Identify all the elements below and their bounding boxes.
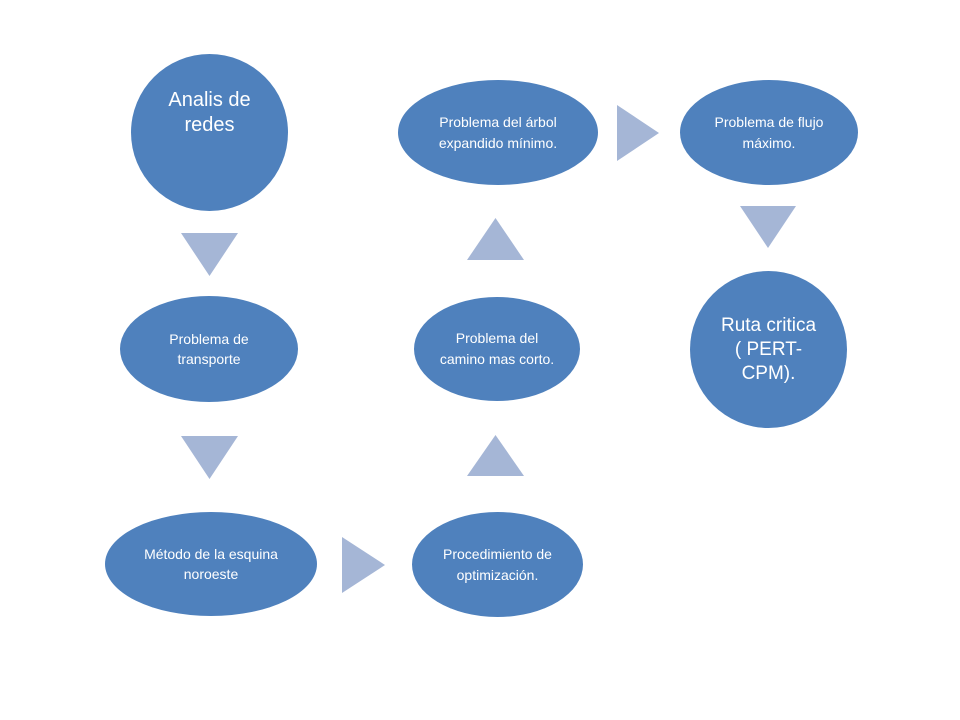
node-flujo-maximo: Problema de flujo máximo. bbox=[680, 80, 858, 185]
arrow-down-analis-to-transporte bbox=[181, 233, 238, 276]
node-analis-de-redes: Analis de redes bbox=[131, 54, 288, 211]
arrow-right-arbol-to-flujo bbox=[617, 105, 659, 161]
node-metodo-esquina-noroeste: Método de la esquina noroeste bbox=[105, 512, 317, 616]
arrow-down-flujo-to-ruta bbox=[740, 206, 796, 248]
arrow-right-metodo-to-procedimiento bbox=[342, 537, 385, 593]
node-arbol-expandido-minimo: Problema del árbol expandido mínimo. bbox=[398, 80, 598, 185]
node-camino-mas-corto-label: Problema del camino mas corto. bbox=[439, 330, 555, 367]
node-ruta-critica-label: Ruta critica ( PERT-CPM). bbox=[720, 314, 817, 384]
node-metodo-esquina-noroeste-label: Método de la esquina noroeste bbox=[144, 546, 278, 582]
arrow-up-procedimiento-to-camino bbox=[467, 435, 524, 476]
node-camino-mas-corto: Problema del camino mas corto. bbox=[414, 297, 580, 401]
node-problema-de-transporte-label: Problema de transporte bbox=[169, 331, 249, 367]
arrow-down-transporte-to-metodo bbox=[181, 436, 238, 479]
arrow-up-camino-to-arbol bbox=[467, 218, 524, 260]
node-problema-de-transporte: Problema de transporte bbox=[120, 296, 298, 402]
node-procedimiento-optimizacion: Procedimiento de optimización. bbox=[412, 512, 583, 617]
node-analis-de-redes-label: Analis de redes bbox=[168, 89, 251, 136]
node-procedimiento-optimizacion-label: Procedimiento de optimización. bbox=[443, 545, 552, 583]
node-ruta-critica: Ruta critica ( PERT-CPM). bbox=[690, 271, 847, 428]
node-flujo-maximo-label: Problema de flujo máximo. bbox=[714, 113, 824, 151]
node-arbol-expandido-minimo-label: Problema del árbol expandido mínimo. bbox=[438, 113, 558, 151]
